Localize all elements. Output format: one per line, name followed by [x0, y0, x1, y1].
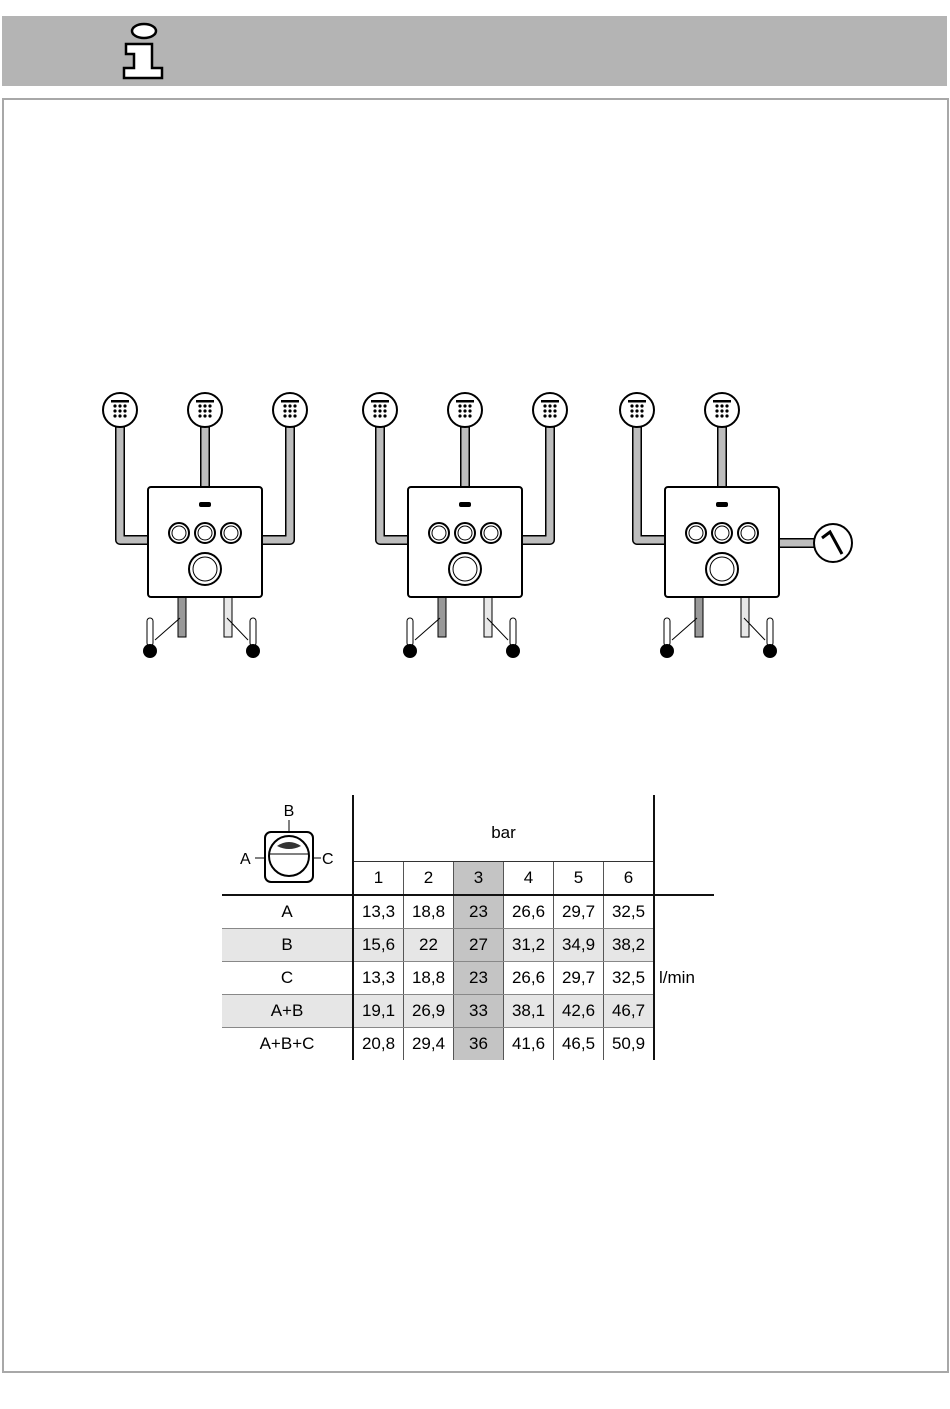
pressure-header: bar [352, 795, 654, 862]
row-label: C [222, 961, 353, 995]
shower-head-icon [532, 392, 568, 428]
row-label: A+B+C [259, 1034, 315, 1053]
installation-diagrams [102, 392, 853, 658]
shower-head-icon [102, 392, 138, 428]
shower-head-icon [272, 392, 308, 428]
flow-value: 20,8 [352, 1027, 404, 1060]
flow-value: 13,3 [352, 895, 404, 929]
flow-value: 36 [453, 1027, 504, 1060]
label-c: C [322, 851, 334, 868]
label-a: A [240, 851, 251, 868]
flow-value: 22 [403, 928, 454, 962]
flow-value: 19,1 [352, 994, 404, 1028]
flow-value: 32,5 [603, 895, 654, 929]
flow-value: 18,8 [403, 961, 454, 995]
pressure-5: 5 [553, 861, 604, 896]
flow-value: 38,1 [503, 994, 554, 1028]
flow-value: 31,2 [503, 928, 554, 962]
flow-value: 26,9 [403, 994, 454, 1028]
flow-value: 46,5 [553, 1027, 604, 1060]
pressure-1: 1 [352, 861, 404, 896]
shower-head-icon [704, 392, 740, 428]
label-b: B [284, 803, 295, 820]
thermometer-icon [763, 617, 777, 658]
valve-body-icon: B A C [240, 803, 334, 883]
thermometer-icon [143, 617, 157, 658]
row-label: B [222, 928, 353, 962]
diagram-three-overhead-showers-alt [362, 392, 568, 658]
diagram-three-overhead-showers [102, 392, 308, 658]
flow-value: 27 [453, 928, 504, 962]
flow-value: 34,9 [553, 928, 604, 962]
flow-value: 29,7 [553, 961, 604, 995]
pressure-6: 6 [603, 861, 654, 896]
flow-value: 23 [453, 895, 504, 929]
flow-value: 26,6 [503, 895, 554, 929]
pressure-3: 3 [453, 861, 504, 896]
thermometer-icon [246, 617, 260, 658]
thermometer-icon [506, 617, 520, 658]
shower-head-icon [362, 392, 398, 428]
flow-value: 13,3 [352, 961, 404, 995]
pressure-2: 2 [403, 861, 454, 896]
shower-head-icon [447, 392, 483, 428]
flow-value: 33 [453, 994, 504, 1028]
thermometer-icon [403, 617, 417, 658]
thermometer-icon [660, 617, 674, 658]
shower-head-icon [619, 392, 655, 428]
content-frame [2, 98, 949, 1373]
hand-shower-icon [813, 523, 853, 563]
flow-value: 46,7 [603, 994, 654, 1028]
flow-value: 29,4 [403, 1027, 454, 1060]
flow-value: 42,6 [553, 994, 604, 1028]
flow-value: 38,2 [603, 928, 654, 962]
shower-head-icon [187, 392, 223, 428]
row-label: A [222, 895, 353, 929]
diagram-two-showers-hand-shower [619, 392, 853, 658]
flow-value: 29,7 [553, 895, 604, 929]
flow-value: 41,6 [503, 1027, 554, 1060]
unit-label: l/min [653, 895, 714, 1060]
row-label: A+B [222, 994, 353, 1028]
flow-value: 15,6 [352, 928, 404, 962]
info-icon [122, 22, 164, 80]
flow-value: 50,9 [603, 1027, 654, 1060]
flow-value: 23 [453, 961, 504, 995]
valve-diagram-cell: B A C [222, 795, 353, 896]
pressure-4: 4 [503, 861, 554, 896]
flow-value: 18,8 [403, 895, 454, 929]
flow-value: 26,6 [503, 961, 554, 995]
flow-value: 32,5 [603, 961, 654, 995]
